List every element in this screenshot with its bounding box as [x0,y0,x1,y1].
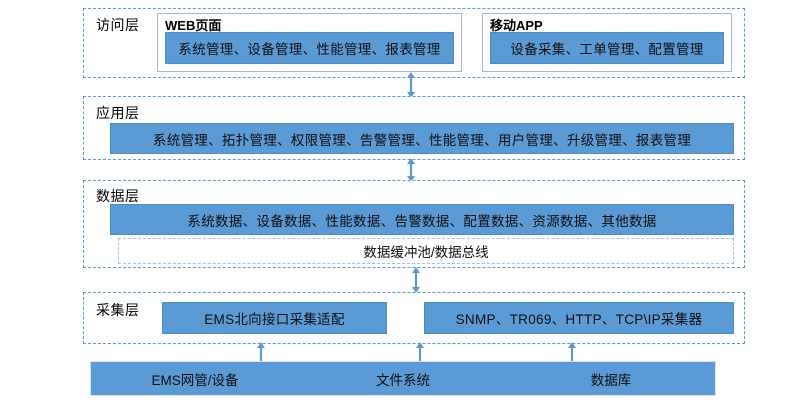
web-page-card-title: WEB页面 [165,18,222,33]
resource-cell-ems: EMS网管/设备 [151,372,239,388]
data-layer-label: 数据层 [96,188,140,204]
resource-cell-database: 数据库 [590,372,632,388]
access-layer-label: 访问层 [96,17,140,33]
web-page-modules-bar: 系统管理、设备管理、性能管理、报表管理 [165,32,454,64]
application-layer-label: 应用层 [96,105,140,121]
data-types-bar: 系统数据、设备数据、性能数据、告警数据、配置数据、资源数据、其他数据 [110,204,734,235]
collection-layer-label: 采集层 [96,302,140,318]
protocol-collector-bar: SNMP、TR069、HTTP、TCP\IP采集器 [424,302,734,334]
resource-cell-filesystem: 文件系统 [376,372,430,388]
mobile-app-card-title: 移动APP [490,18,543,33]
resource-layer-bar: EMS网管/设备 文件系统 数据库 [90,361,716,396]
data-bus-box: 数据缓冲池/数据总线 [118,238,734,264]
connector-access-to-application [407,72,415,98]
mobile-app-modules-bar: 设备采集、工单管理、配置管理 [490,32,724,64]
ems-northbound-adapter-bar: EMS北向接口采集适配 [162,302,387,334]
connector-application-to-data [407,158,415,182]
connector-data-to-collection [412,267,420,293]
application-modules-bar: 系统管理、拓扑管理、权限管理、告警管理、性能管理、用户管理、升级管理、报表管理 [110,123,734,154]
